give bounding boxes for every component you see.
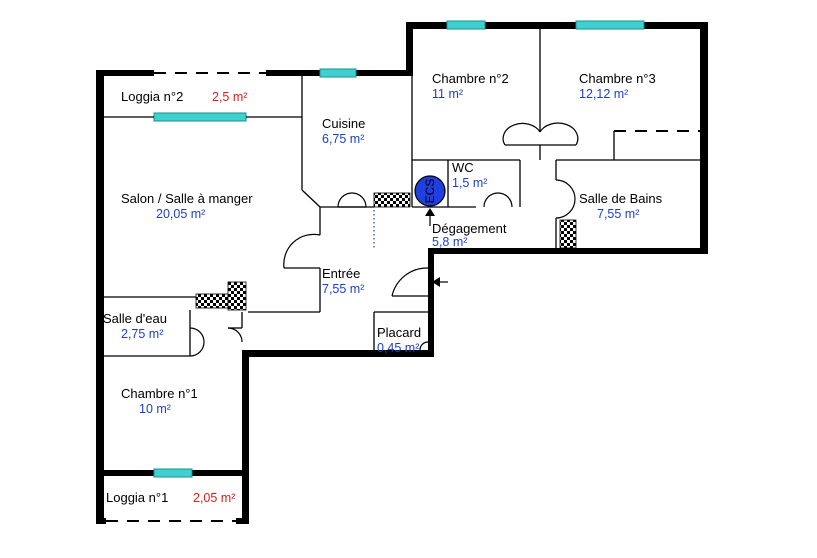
ducts [195,192,577,311]
ecs-boiler-icon [414,175,446,207]
salle-bains-name: Salle de Bains [579,191,663,206]
cuisine-area: 6,75 m² [322,132,364,146]
salle-eau-area: 2,75 m² [121,327,163,341]
placard-area: 0,45 m² [377,341,419,355]
chambre1-area: 10 m² [139,402,171,416]
doors [189,122,579,357]
chambre2-name: Chambre n°2 [432,71,509,86]
cuisine-name: Cuisine [322,116,365,131]
degagement-area: 5,8 m² [432,235,467,249]
loggia1-area: 2,05 m² [193,491,235,505]
ecs-label: ECS [423,179,437,204]
chambre3-area: 12,12 m² [579,87,628,101]
placard-name: Placard [377,325,421,340]
chambre3-name: Chambre n°3 [579,71,656,86]
chambre1-name: Chambre n°1 [121,386,198,401]
loggia1-name: Loggia n°1 [106,490,168,505]
salon-name: Salon / Salle à manger [121,191,253,206]
salle-eau-name: Salle d'eau [103,311,167,326]
salle-bains-area: 7,55 m² [597,207,639,221]
entree-area: 7,55 m² [322,282,364,296]
loggia2-name: Loggia n°2 [121,89,183,104]
chambre2-area: 11 m² [432,87,463,101]
arrows [425,208,448,287]
entree-name: Entrée [322,266,360,281]
loggia2-area: 2,5 m² [212,90,247,104]
loggia-openings [106,72,700,522]
wc-area: 1,5 m² [452,176,487,190]
wc-name: WC [452,160,474,175]
salon-area: 20,05 m² [156,207,205,221]
degagement-name: Dégagement [432,221,507,236]
room-labels: Loggia n°2 2,5 m² Cuisine 6,75 m² Chambr… [103,71,663,505]
interior-walls [104,29,700,357]
